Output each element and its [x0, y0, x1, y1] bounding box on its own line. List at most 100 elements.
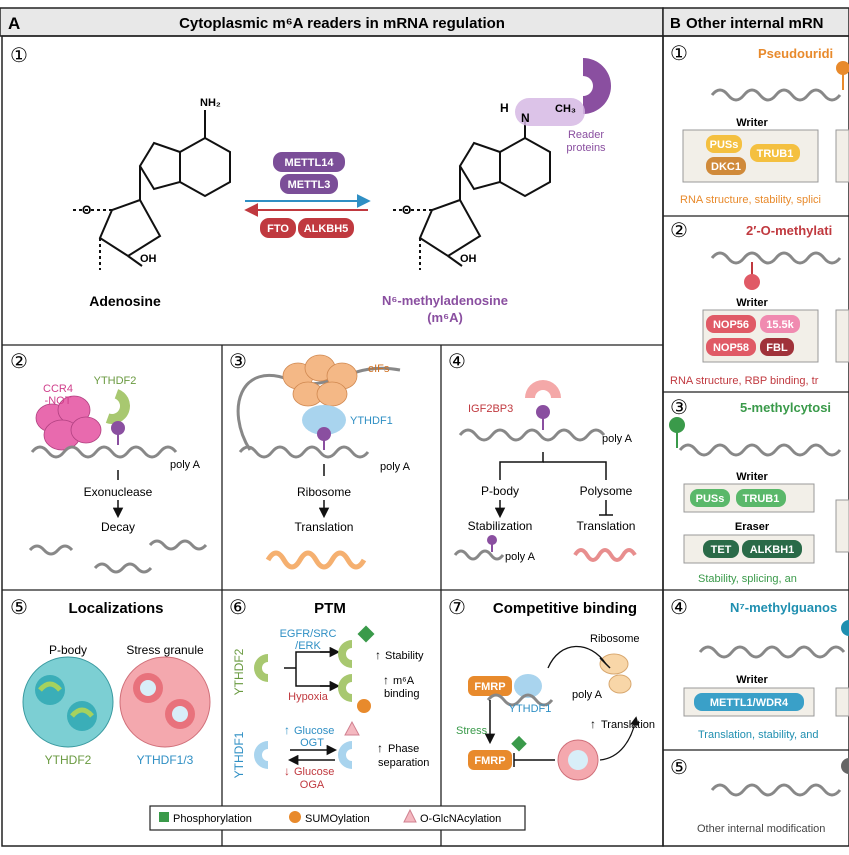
b5-mrna — [710, 783, 842, 797]
p7-number: ⑦ — [448, 597, 466, 619]
ythdf1-shape-p6 — [254, 741, 268, 769]
fmrp-box-2 — [468, 750, 512, 770]
b2-writer-label: Writer — [736, 297, 768, 309]
svg-text:METTL3: METTL3 — [288, 179, 331, 191]
m6a-ch3: CH₃ — [555, 103, 576, 115]
pbody-circle — [22, 656, 114, 748]
ythdf2-label-p5: YTHDF2 — [45, 753, 92, 767]
svg-text:DKC1: DKC1 — [711, 161, 741, 173]
glucose-down-arrow: ↓ — [284, 764, 290, 778]
ythdf2-vertical-label: YTHDF2 — [232, 648, 246, 695]
peptide-p4 — [573, 548, 637, 562]
separation-label: separation — [378, 757, 429, 769]
ythdf1-vertical-label: YTHDF1 — [232, 731, 246, 778]
ribosome-shape-p7 — [599, 653, 632, 694]
mrna-p7 — [486, 693, 554, 707]
p1-number: ① — [10, 45, 28, 67]
svg-text:ALKBH5: ALKBH5 — [304, 223, 349, 235]
svg-text:TRUB1: TRUB1 — [757, 148, 794, 160]
svg-text:NOP58: NOP58 — [713, 342, 749, 354]
reader-label: Reader — [568, 129, 604, 141]
ythdf2-shape-p2 — [105, 389, 130, 424]
panel-b-title: Other internal mRN — [686, 15, 824, 32]
polysome-label-p4: Polysome — [580, 484, 633, 498]
oga-label: OGA — [300, 779, 325, 791]
ythdf2-sumo-shape — [338, 674, 352, 702]
exonuclease-label: Exonuclease — [84, 485, 153, 499]
m6a-up-arrow: ↑ — [383, 673, 389, 687]
b1-name: Pseudouridi — [758, 46, 833, 61]
translation-up-arrow-p7: ↑ — [590, 717, 596, 731]
b2-name: 2′-O-methylati — [746, 223, 832, 238]
ythdf13-label-p5: YTHDF1/3 — [137, 753, 194, 767]
ythdf1-shape-p7 — [514, 674, 542, 698]
p4-number: ④ — [448, 351, 466, 373]
decay-label: Decay — [101, 520, 135, 534]
ythdf1-label-p3: YTHDF1 — [350, 415, 393, 427]
decay-fragments — [28, 539, 208, 574]
mrna-p4 — [458, 428, 606, 442]
stress-label-p7: Stress — [456, 725, 488, 737]
eifs-complex — [282, 354, 358, 407]
m6a-abbr-label: (m⁶A) — [427, 310, 463, 325]
svg-text:FMRP: FMRP — [474, 755, 505, 767]
m6a-name-label: N⁶-methyladenosine — [382, 293, 508, 308]
glcnac-legend-label: O-GlcNAcylation — [420, 813, 501, 825]
stress-granule-label: Stress granule — [126, 643, 204, 657]
svg-text:FMRP: FMRP — [474, 681, 505, 693]
ribosome-label-p7: Ribosome — [590, 633, 640, 645]
polya-label-p3: poly A — [380, 461, 411, 473]
eifs-label: eIFs — [368, 363, 390, 375]
b3-mrna — [678, 443, 842, 457]
egfr-label-1: EGFR/SRC — [280, 628, 337, 640]
sumo-mark-p6 — [357, 699, 371, 713]
svg-text:NOP56: NOP56 — [713, 319, 749, 331]
ogt-label: OGT — [300, 737, 324, 749]
phosphorylation-legend-label: Phosphorylation — [173, 813, 252, 825]
m6a-dot-p4 — [536, 405, 550, 419]
stress-granule-circle — [119, 656, 211, 748]
b4-function: Translation, stability, and — [698, 729, 818, 741]
pbody-label-p4: P-body — [481, 484, 519, 498]
b3-eraser-label: Eraser — [735, 521, 770, 533]
m6a-h: H — [500, 101, 509, 115]
panel-a-letter: A — [8, 14, 20, 33]
p6-number: ⑥ — [229, 597, 247, 619]
b4-number: ④ — [670, 597, 688, 619]
svg-text:PUSs: PUSs — [696, 493, 725, 505]
mrna-p3 — [238, 445, 370, 459]
ythdf1-label-p7: YTHDF1 — [509, 703, 552, 715]
b2-function: RNA structure, RBP binding, tr — [670, 375, 819, 387]
b5-function: Other internal modification — [697, 823, 825, 835]
ythdf1-glcnac-shape — [338, 741, 352, 769]
p3-number: ③ — [229, 351, 247, 373]
svg-text:PUSs: PUSs — [710, 139, 739, 151]
svg-text:TRUB1: TRUB1 — [743, 493, 780, 505]
glcnac-mark-p6 — [344, 720, 360, 736]
writer-pills: METTL14 METTL3 — [273, 152, 345, 194]
b3-function: Stability, splicing, an — [698, 573, 797, 585]
svg-text:FBL: FBL — [766, 342, 788, 354]
fmrp-box-1 — [468, 676, 512, 696]
m6a-dot-p4b — [487, 535, 497, 545]
ribosome-label-p3: Ribosome — [297, 485, 351, 499]
svg-text:FTO: FTO — [267, 223, 289, 235]
stabilization-label: Stabilization — [468, 519, 533, 533]
adenosine-nh2: NH₂ — [200, 97, 221, 109]
igf2bp3-label: IGF2BP3 — [468, 403, 513, 415]
glcnac-legend-icon — [403, 808, 417, 823]
m6a-dot-p2 — [111, 421, 125, 435]
b4-name: N⁷-methylguanos — [730, 600, 837, 615]
m6a-dot-p3 — [317, 427, 331, 441]
m6a-binding-label-2: binding — [384, 688, 419, 700]
phase-label: Phase — [388, 743, 419, 755]
polya-label-p4b: poly A — [505, 551, 536, 563]
mrna-p2 — [30, 445, 178, 459]
sumoylation-legend-icon — [289, 811, 301, 823]
phase-up-arrow: ↑ — [377, 741, 383, 755]
ythdf2-label-p2: YTHDF2 — [94, 375, 137, 387]
translation-label-p7: Translation — [601, 719, 655, 731]
stability-up-arrow: ↑ — [375, 648, 381, 662]
pbody-label-p5: P-body — [49, 643, 87, 657]
p2-number: ② — [10, 351, 28, 373]
